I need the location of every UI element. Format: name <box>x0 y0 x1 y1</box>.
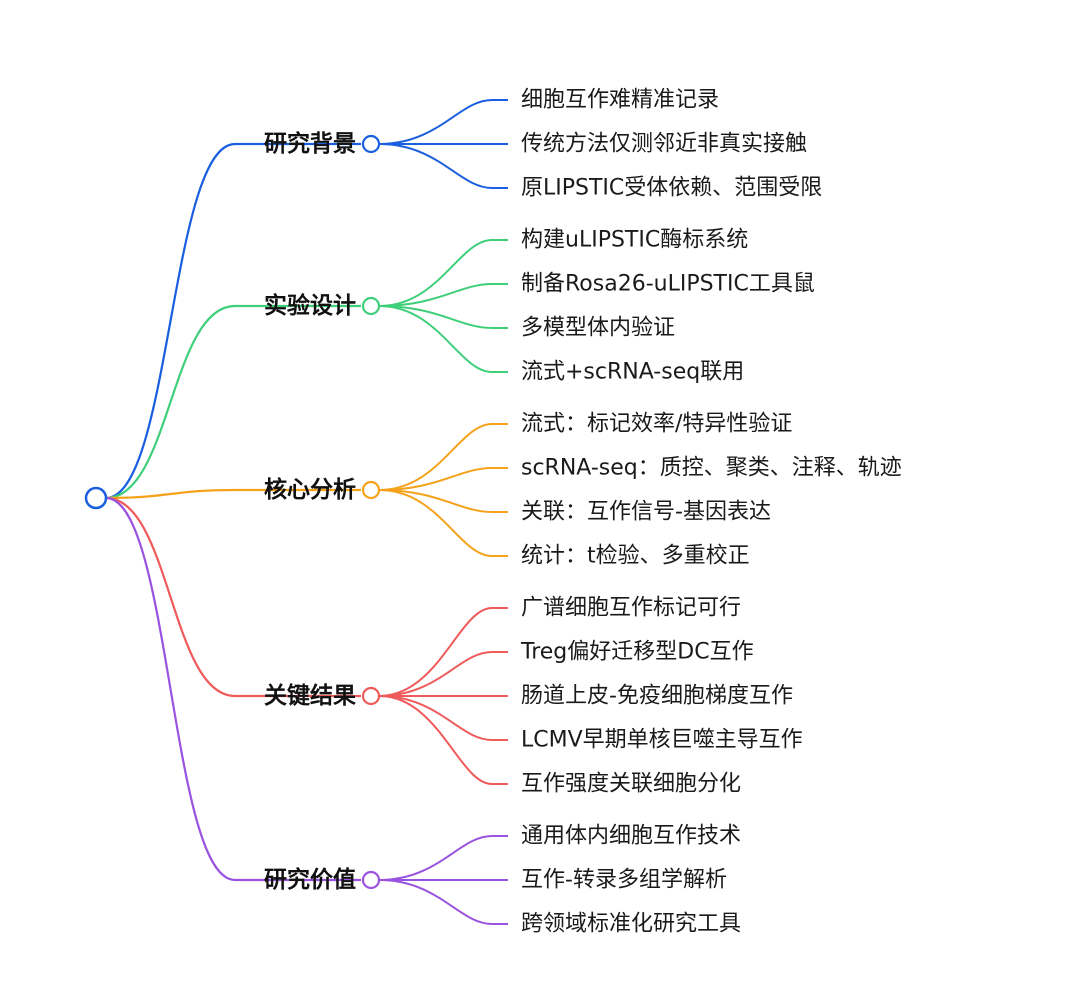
branch-2-leaf-link-3 <box>378 305 508 329</box>
branch-1-label[interactable]: 研究背景 <box>264 130 356 157</box>
branch-4-leaf-link-1 <box>378 607 508 697</box>
branch-2-item-2[interactable]: 制备Rosa26-uLIPSTIC工具鼠 <box>521 272 815 297</box>
branch-5-leaf-link-1 <box>378 835 508 881</box>
branch-4-node[interactable] <box>361 686 381 706</box>
branch-2-item-3[interactable]: 多模型体内验证 <box>521 316 675 341</box>
branch-1-leaf-link-1 <box>378 99 508 145</box>
branch-4-label[interactable]: 关键结果 <box>264 682 356 709</box>
branch-5-item-2[interactable]: 互作-转录多组学解析 <box>521 868 727 893</box>
branch-3-leaf-link-1 <box>378 423 508 491</box>
branch-3-item-2[interactable]: scRNA-seq：质控、聚类、注释、轨迹 <box>521 456 902 481</box>
branch-4-item-3[interactable]: 肠道上皮-免疫细胞梯度互作 <box>521 684 793 709</box>
branch-4-item-4[interactable]: LCMV早期单核巨噬主导互作 <box>521 728 803 753</box>
branch-1-item-1[interactable]: 细胞互作难精准记录 <box>521 88 719 113</box>
mindmap-labels: 研究背景 细胞互作难精准记录传统方法仅测邻近非真实接触原LIPSTIC受体依赖、范… <box>264 88 902 937</box>
branch-4-leaf-link-4 <box>378 695 508 741</box>
mindmap-nodes <box>84 134 381 890</box>
root-node[interactable] <box>84 486 108 510</box>
branch-4-item-2[interactable]: Treg偏好迁移型DC互作 <box>520 640 754 665</box>
branch-4-link <box>105 496 361 698</box>
mindmap-links <box>105 99 508 925</box>
branch-5-item-1[interactable]: 通用体内细胞互作技术 <box>521 824 741 849</box>
branch-1-item-2[interactable]: 传统方法仅测邻近非真实接触 <box>521 132 807 157</box>
branch-5-node[interactable] <box>361 870 381 890</box>
branch-1-item-3[interactable]: 原LIPSTIC受体依赖、范围受限 <box>521 176 822 201</box>
branch-3-item-4[interactable]: 统计：t检验、多重校正 <box>521 544 750 569</box>
branch-2-node[interactable] <box>361 296 381 316</box>
branch-1-leaf-link-3 <box>378 143 508 189</box>
branch-4-leaf-link-2 <box>378 651 508 697</box>
branch-2-label[interactable]: 实验设计 <box>264 292 356 319</box>
branch-5-label[interactable]: 研究价值 <box>264 866 356 893</box>
branch-5-leaf-link-3 <box>378 879 508 925</box>
branch-1-node[interactable] <box>361 134 381 154</box>
branch-5-item-3[interactable]: 跨领域标准化研究工具 <box>521 912 741 937</box>
branch-5-link <box>105 496 361 882</box>
branch-1-link <box>105 142 361 500</box>
branch-4-leaf-link-5 <box>378 695 508 785</box>
branch-2-item-4[interactable]: 流式+scRNA-seq联用 <box>521 360 744 385</box>
branch-2-item-1[interactable]: 构建uLIPSTIC酶标系统 <box>521 228 748 253</box>
branch-3-item-3[interactable]: 关联：互作信号-基因表达 <box>521 500 771 525</box>
branch-3-leaf-link-3 <box>378 489 508 513</box>
branch-3-leaf-link-2 <box>378 467 508 491</box>
branch-2-leaf-link-2 <box>378 283 508 307</box>
branch-3-leaf-link-4 <box>378 489 508 557</box>
branch-3-link <box>105 488 361 500</box>
branch-3-label[interactable]: 核心分析 <box>264 476 356 503</box>
branch-2-leaf-link-4 <box>378 305 508 373</box>
branch-4-item-5[interactable]: 互作强度关联细胞分化 <box>521 772 741 797</box>
branch-2-link <box>105 304 361 500</box>
branch-2-leaf-link-1 <box>378 239 508 307</box>
branch-3-item-1[interactable]: 流式：标记效率/特异性验证 <box>521 412 792 437</box>
branch-4-item-1[interactable]: 广谱细胞互作标记可行 <box>521 596 741 621</box>
branch-3-node[interactable] <box>361 480 381 500</box>
